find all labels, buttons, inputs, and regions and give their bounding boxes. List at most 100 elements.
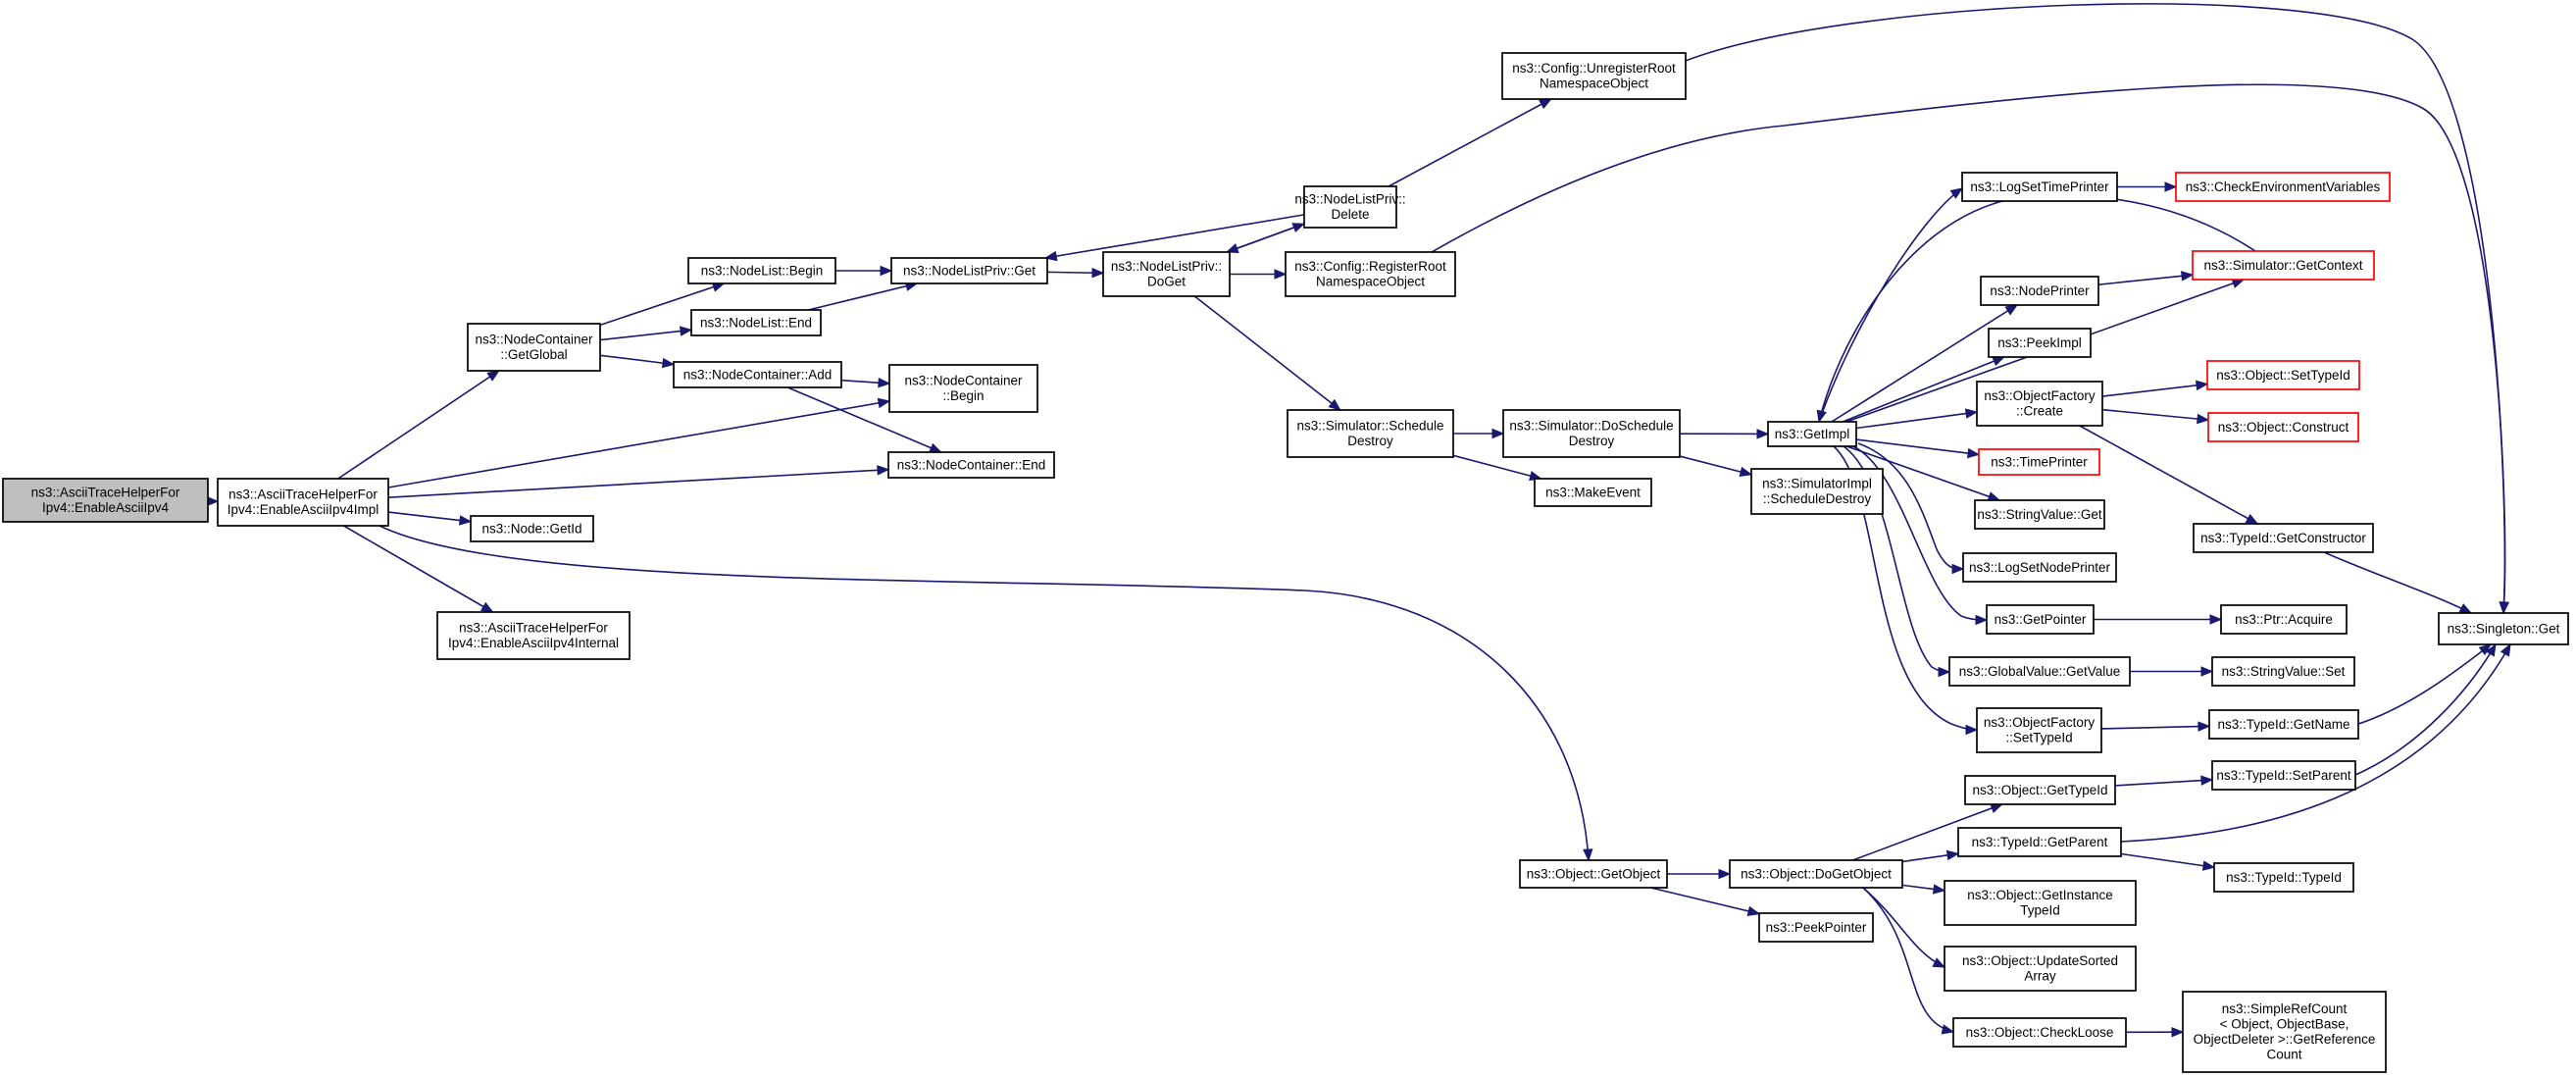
node-tidSetParent[interactable]: ns3::TypeId::SetParent <box>2211 760 2356 791</box>
node-ncBegin[interactable]: ns3::NodeContainer::Begin <box>888 364 1038 413</box>
node-simImplSched[interactable]: ns3::SimulatorImpl::ScheduleDestroy <box>1750 468 1884 515</box>
edge-line <box>1818 187 1963 423</box>
node-label: Ipv4::EnableAsciiIpv4Impl <box>227 502 379 517</box>
edge-line <box>343 525 493 613</box>
edge-line <box>379 525 1590 861</box>
edge-nlpDelete-to-cfgUnreg <box>1388 98 1552 187</box>
node-label: ns3::ObjectFactory <box>1984 715 2096 730</box>
node-objSetTypeId[interactable]: ns3::Object::SetTypeId <box>2206 360 2360 390</box>
edges-layer <box>206 3 2511 1038</box>
edge-line <box>1226 223 1305 253</box>
node-nlEnd[interactable]: ns3::NodeList::End <box>690 309 822 336</box>
node-label: ns3::Object::GetTypeId <box>1972 783 2107 797</box>
node-tidGetName[interactable]: ns3::TypeId::GetName <box>2208 709 2359 740</box>
node-label: ObjectDeleter >::GetReference <box>2194 1032 2376 1047</box>
node-label: ns3::TypeId::GetConstructor <box>2200 531 2366 545</box>
node-label: ns3::Simulator::DoSchedule <box>1509 419 1673 434</box>
node-label: ::GetGlobal <box>500 347 567 362</box>
node-peekPointer[interactable]: ns3::PeekPointer <box>1758 912 1874 943</box>
node-objConstruct[interactable]: ns3::Object::Construct <box>2207 412 2359 442</box>
arrow-head-icon <box>1932 957 1946 968</box>
node-label: ns3::Object::GetInstance <box>1967 888 2113 902</box>
edge-line <box>599 329 692 341</box>
node-box <box>2213 862 2354 893</box>
node-svSet[interactable]: ns3::StringValue::Set <box>2211 656 2355 687</box>
node-nodePrinter[interactable]: ns3::NodePrinter <box>1980 276 2099 306</box>
node-ofSetTypeId[interactable]: ns3::ObjectFactory::SetTypeId <box>1976 707 2102 753</box>
node-label: ::Begin <box>942 388 984 403</box>
node-box <box>1974 499 2105 530</box>
node-getImpl[interactable]: ns3::GetImpl <box>1767 421 1857 447</box>
arrow-head-icon <box>2499 601 2509 615</box>
node-objGetObject[interactable]: ns3::Object::GetObject <box>1519 859 1668 889</box>
node-label: ns3::NodeList::End <box>700 315 812 330</box>
edge-logSetTime-to-checkEnv <box>2117 181 2178 192</box>
node-box <box>1980 276 2099 306</box>
node-label: ns3::TimePrinter <box>1991 454 2088 469</box>
edge-cfgReg-to-singletonGet <box>1431 83 2509 615</box>
node-label: ::ScheduleDestroy <box>1763 491 1872 506</box>
node-svGet[interactable]: ns3::StringValue::Get <box>1974 499 2105 530</box>
edge-line <box>1852 803 2003 861</box>
edge-line <box>1193 295 1341 411</box>
node-impl[interactable]: ns3::AsciiTraceHelperForIpv4::EnableAsci… <box>217 478 389 527</box>
node-logSetTime[interactable]: ns3::LogSetTimePrinter <box>1961 172 2118 202</box>
node-objDoGetObject[interactable]: ns3::Object::DoGetObject <box>1729 859 1903 889</box>
node-ncEnd[interactable]: ns3::NodeContainer::End <box>887 451 1055 479</box>
node-objCheckLoose[interactable]: ns3::Object::CheckLoose <box>1952 1017 2127 1048</box>
node-simGetCtx[interactable]: ns3::Simulator::GetContext <box>2192 250 2375 281</box>
node-simpleRefCount[interactable]: ns3::SimpleRefCount< Object, ObjectBase,… <box>2182 991 2387 1073</box>
node-box <box>2182 991 2387 1073</box>
edge-line <box>2323 551 2472 614</box>
arrow-head-icon <box>679 326 693 336</box>
node-nlBegin[interactable]: ns3::NodeList::Begin <box>687 257 836 284</box>
node-getPointer[interactable]: ns3::GetPointer <box>1986 604 2095 635</box>
node-ncGetGlobal[interactable]: ns3::NodeContainer::GetGlobal <box>467 323 601 372</box>
node-root[interactable]: ns3::AsciiTraceHelperForIpv4::EnableAsci… <box>2 478 209 523</box>
node-checkEnv[interactable]: ns3::CheckEnvironmentVariables <box>2175 172 2391 202</box>
arrow-head-icon <box>1932 884 1946 895</box>
node-label: NamespaceObject <box>1540 77 1648 91</box>
node-label: ns3::AsciiTraceHelperFor <box>228 487 378 502</box>
node-internal[interactable]: ns3::AsciiTraceHelperForIpv4::EnableAsci… <box>436 611 631 660</box>
node-cfgUnreg[interactable]: ns3::Config::UnregisterRootNamespaceObje… <box>1501 52 1687 100</box>
node-ofCreate[interactable]: ns3::ObjectFactory::Create <box>1976 381 2103 427</box>
node-label: ns3::Node::GetId <box>481 521 581 536</box>
arrow-head-icon <box>1992 356 2006 367</box>
node-nlpDelete[interactable]: ns3::NodeListPriv::Delete <box>1294 185 1406 229</box>
node-nlpDoGet[interactable]: ns3::NodeListPriv::DoGet <box>1102 251 1231 297</box>
node-ncAdd[interactable]: ns3::NodeContainer::Add <box>673 361 842 388</box>
node-ptrAcquire[interactable]: ns3::Ptr::Acquire <box>2220 604 2348 635</box>
node-timePrinter[interactable]: ns3::TimePrinter <box>1978 448 2100 476</box>
node-tidGetParent[interactable]: ns3::TypeId::GetParent <box>1957 827 2122 857</box>
arrow-head-icon <box>1539 98 1552 110</box>
node-tidGetCtor[interactable]: ns3::TypeId::GetConstructor <box>2193 523 2374 553</box>
node-tidTypeId[interactable]: ns3::TypeId::TypeId <box>2213 862 2354 893</box>
edge-ofCreate-to-objSetTypeId <box>2101 380 2209 397</box>
arrow-head-icon <box>2171 1026 2185 1038</box>
node-singletonGet[interactable]: ns3::Singleton::Get <box>2438 612 2569 645</box>
node-makeEvent[interactable]: ns3::MakeEvent <box>1534 478 1652 507</box>
node-gvGetValue[interactable]: ns3::GlobalValue::GetValue <box>1948 656 2131 687</box>
edge-impl-to-nodeGetId <box>387 511 473 526</box>
node-logSetNode[interactable]: ns3::LogSetNodePrinter <box>1962 552 2117 583</box>
edge-line <box>2114 779 2213 787</box>
node-box <box>1534 478 1652 507</box>
edge-line <box>599 282 725 327</box>
node-simSched[interactable]: ns3::Simulator::ScheduleDestroy <box>1287 409 1454 458</box>
node-box <box>890 257 1048 284</box>
node-nlpGet[interactable]: ns3::NodeListPriv::Get <box>890 257 1048 284</box>
node-box <box>1767 421 1857 447</box>
node-label: ns3::NodeListPriv:: <box>1111 259 1222 274</box>
node-objGetTypeId[interactable]: ns3::Object::GetTypeId <box>1964 775 2116 805</box>
arrow-head-icon <box>2197 721 2211 732</box>
node-label: ns3::Simulator::Schedule <box>1296 419 1443 434</box>
node-label: ns3::SimpleRefCount <box>2222 1001 2348 1016</box>
node-nodeGetId[interactable]: ns3::Node::GetId <box>470 515 594 542</box>
arrow-head-icon <box>1966 447 1981 459</box>
node-peekImpl[interactable]: ns3::PeekImpl <box>1988 328 2092 358</box>
